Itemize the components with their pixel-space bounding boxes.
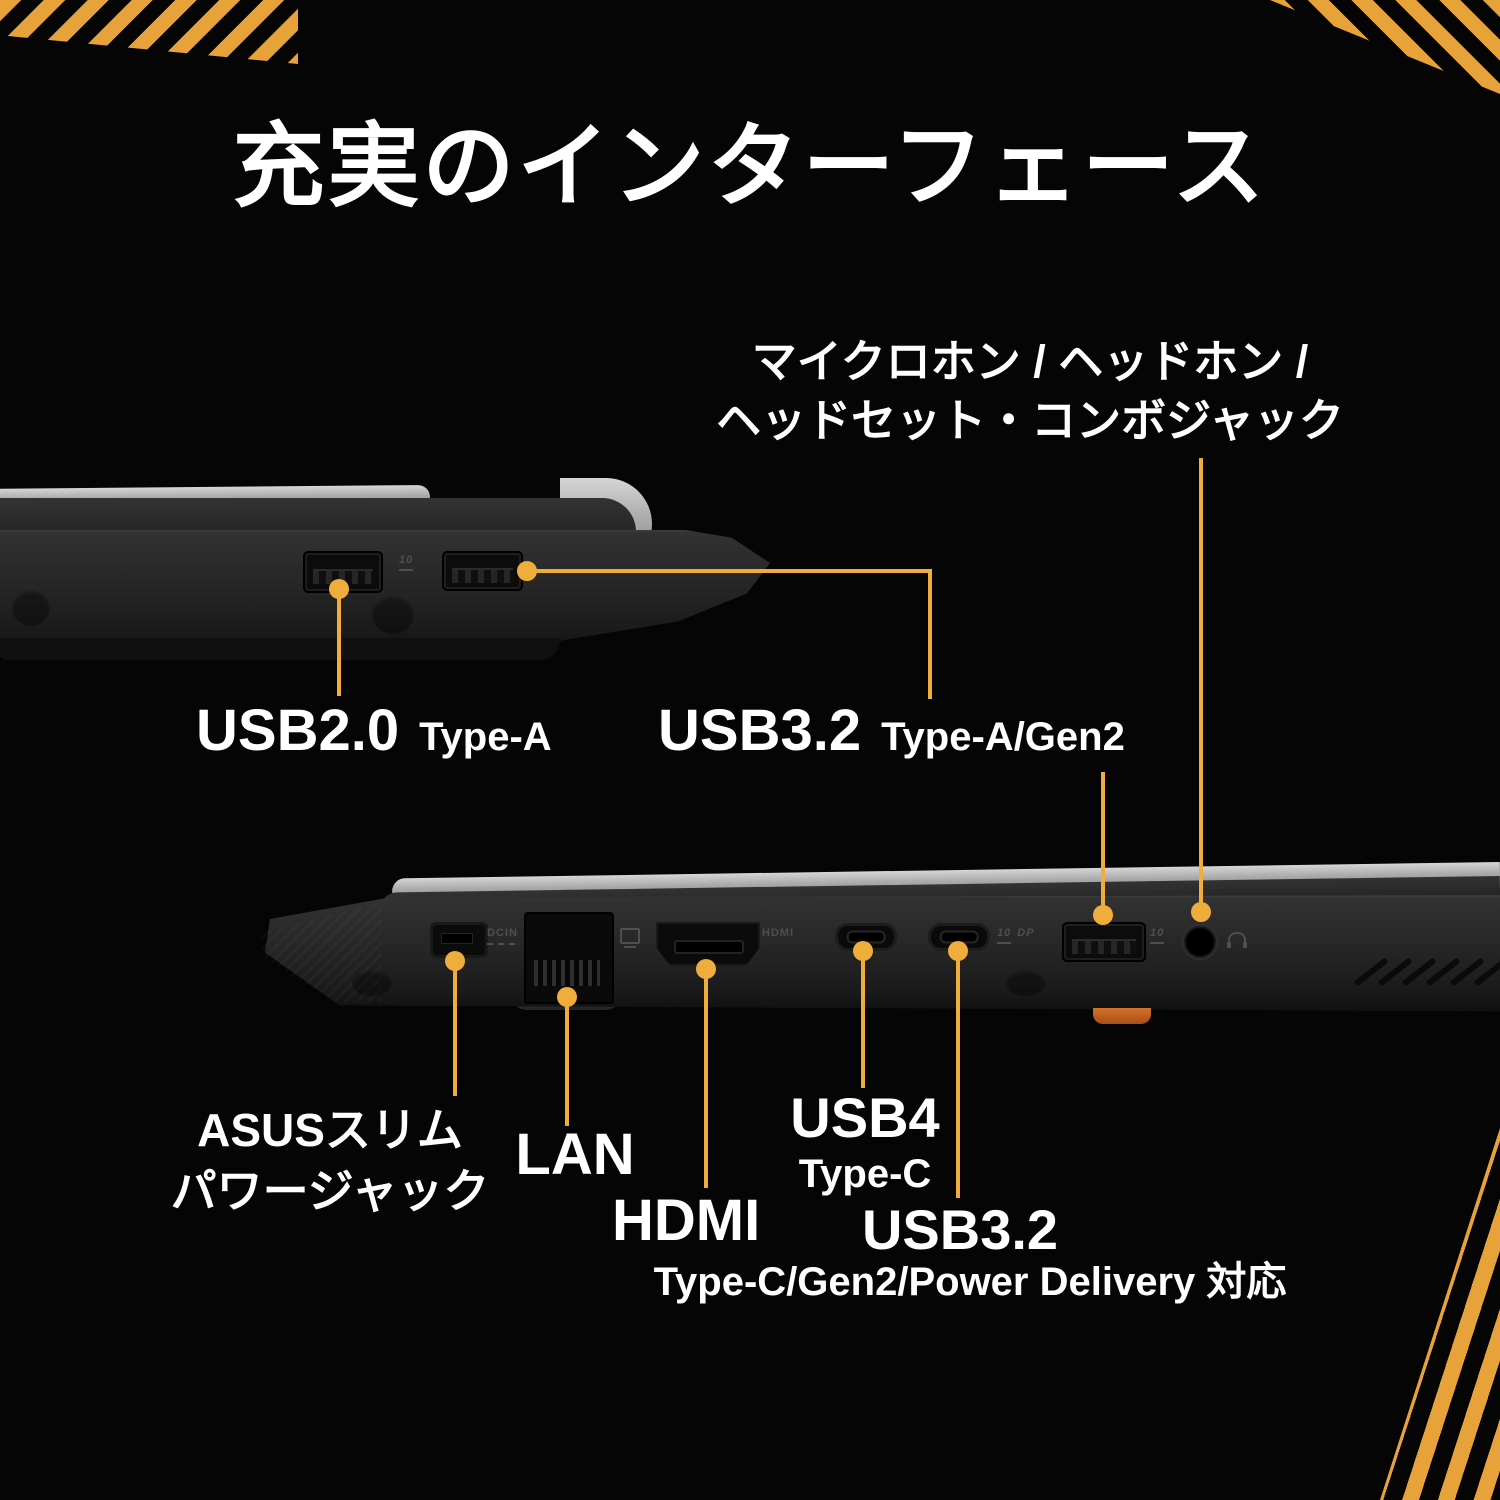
usb32-type-a-port-bottom <box>1062 922 1146 962</box>
callout-line-usb32a-vertical <box>928 569 932 699</box>
callout-line-usb4 <box>861 958 865 1088</box>
usb4-label-sub: Type-C <box>798 1152 932 1196</box>
usb20-label-sub: Type-A <box>419 715 552 759</box>
hdmi-glyph: HDMI <box>762 927 795 939</box>
headset-icon <box>1227 932 1247 948</box>
power-jack-slot <box>441 933 473 944</box>
callout-dot-combo-jack <box>1191 902 1211 922</box>
usb32-typea-label-sub: Type-A/Gen2 <box>881 715 1125 759</box>
callout-dot-usb20 <box>329 579 349 599</box>
usb-port-tongue <box>312 569 374 585</box>
callout-dot-power <box>445 951 465 971</box>
hdmi-label: HDMI <box>612 1188 761 1253</box>
usb-10gbps-glyph: 10 <box>1150 928 1165 944</box>
callout-line-usb32c <box>956 958 960 1198</box>
callout-dot-usb32c <box>948 941 968 961</box>
callout-dot-usb-a-bottom <box>1093 905 1113 925</box>
dp-glyph: DP <box>1017 927 1035 939</box>
power-jack-label: ASUSスリム パワージャック <box>140 1100 520 1221</box>
usb-port-tongue <box>1072 939 1136 954</box>
combo-jack-label-line1: マイクロホン / ヘッドホン / <box>751 336 1309 387</box>
combo-jack-label: マイクロホン / ヘッドホン / ヘッドセット・コンボジャック <box>700 332 1360 451</box>
laptop-top-under-edge <box>0 638 560 660</box>
laptop-bottom-side-view: DCIN HDMI 10 DP <box>0 840 1500 1040</box>
laptop-top-side-view: 10 <box>0 450 800 680</box>
callout-line-usb32a-horizontal <box>527 569 932 573</box>
hdmi-slot <box>674 940 744 954</box>
power-jack-label-line1: ASUSスリム <box>197 1104 463 1156</box>
usb32-typec-label-sub: Type-C/Gen2/Power Delivery 対応 <box>653 1260 1287 1304</box>
usb-port-tongue <box>451 568 514 583</box>
dc-in-glyph: DCIN <box>487 928 518 945</box>
caution-stripes-top-left-icon <box>0 0 298 64</box>
usb32-typea-label-main: USB3.2 <box>658 698 862 763</box>
callout-line-hdmi <box>704 976 708 1188</box>
usb20-label-main: USB2.0 <box>196 698 400 763</box>
callout-line-usb20 <box>337 596 341 696</box>
usb32-typec-label-main: USB3.2 <box>861 1198 1059 1261</box>
combo-jack-label-line2: ヘッドセット・コンボジャック <box>716 395 1344 447</box>
callout-line-lan <box>565 1004 569 1126</box>
laptop-bottom-foot-detail <box>352 970 392 996</box>
usb32-typea-label: USB3.2 Type-A/Gen2 <box>658 702 1125 760</box>
power-jack-label-line2: パワージャック <box>170 1164 490 1217</box>
usb4-label: USB4 Type-C <box>770 1086 960 1196</box>
callout-dot-usb4 <box>853 941 873 961</box>
audio-combo-jack-port <box>1182 924 1218 960</box>
laptop-top-foot-detail <box>372 596 414 634</box>
page-title: 充実のインターフェース <box>232 116 1268 218</box>
caution-stripes-top-right-icon <box>1270 0 1500 94</box>
usb20-label: USB2.0 Type-A <box>196 702 552 760</box>
lan-icon <box>620 928 640 948</box>
dc-in-dashes <box>487 943 515 945</box>
laptop-bottom-foot-detail <box>1006 970 1046 996</box>
callout-dot-lan <box>557 987 577 1007</box>
callout-line-power <box>453 968 457 1096</box>
usb-10gbps-glyph: 10 <box>399 555 414 571</box>
callout-line-combo-jack <box>1199 458 1203 904</box>
usb32-type-a-port-top <box>442 551 523 591</box>
orange-accent-tab <box>1093 1008 1151 1024</box>
lan-port-pins <box>534 960 600 986</box>
callout-dot-hdmi <box>696 959 716 979</box>
laptop-top-foot-detail <box>12 590 50 626</box>
usb-c-speed-dp-glyph: 10 DP <box>997 928 1035 944</box>
usb4-label-main: USB4 <box>790 1086 940 1149</box>
callout-line-usb32a-to-port <box>1101 772 1105 907</box>
caution-stripes-bottom-right-icon <box>1380 1128 1500 1500</box>
lan-label: LAN <box>515 1122 635 1187</box>
